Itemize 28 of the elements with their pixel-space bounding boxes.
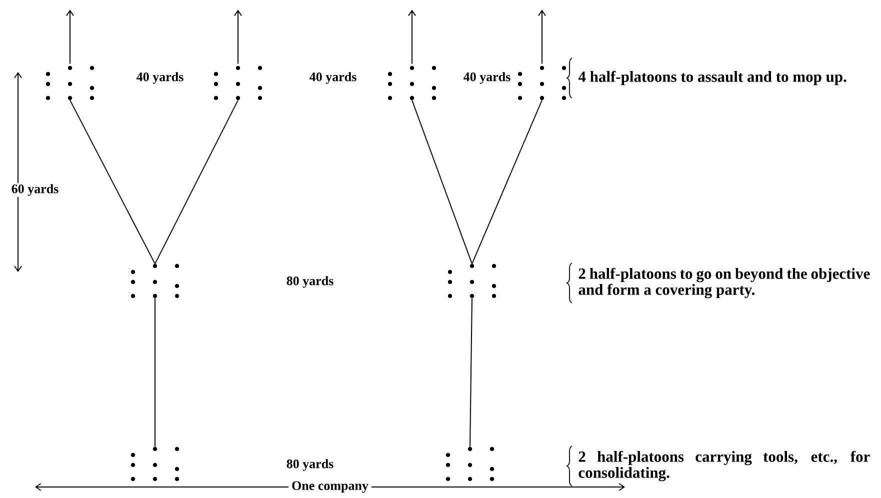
dimension-label: One company [288, 478, 372, 496]
arrow [234, 10, 242, 64]
dimension-label: 80 yards [285, 458, 335, 472]
dimension-label: 60 yards [10, 183, 60, 197]
note: 2 half-platoons to go on beyond the objective and form a covering party. [578, 268, 870, 298]
arrow [66, 10, 74, 64]
half-platoon-dots [448, 264, 496, 298]
note: 2 half-platoons carrying tools, etc., for consolidating. [578, 450, 870, 482]
half-platoon-dots [388, 66, 436, 100]
note: 4 half-platoons to assault and to mop up. [578, 70, 846, 86]
arrow [408, 10, 416, 64]
arrow [538, 10, 546, 64]
dimension-label: 40 yards [462, 71, 512, 85]
line [470, 298, 472, 448]
line [154, 298, 156, 448]
half-platoon-dots [446, 446, 494, 482]
dimension-label: 80 yards [285, 275, 335, 289]
dimension-label: 40 yards [308, 71, 358, 85]
half-platoon-dots [214, 66, 262, 100]
half-platoon-dots [518, 66, 566, 100]
half-platoon-dots [130, 264, 180, 298]
line [472, 100, 542, 264]
half-platoon-dots [46, 66, 94, 100]
line [154, 100, 238, 264]
half-platoon-dots [130, 446, 180, 482]
dimension-label: 40 yards [135, 71, 185, 85]
line [70, 100, 156, 264]
line [412, 100, 472, 264]
